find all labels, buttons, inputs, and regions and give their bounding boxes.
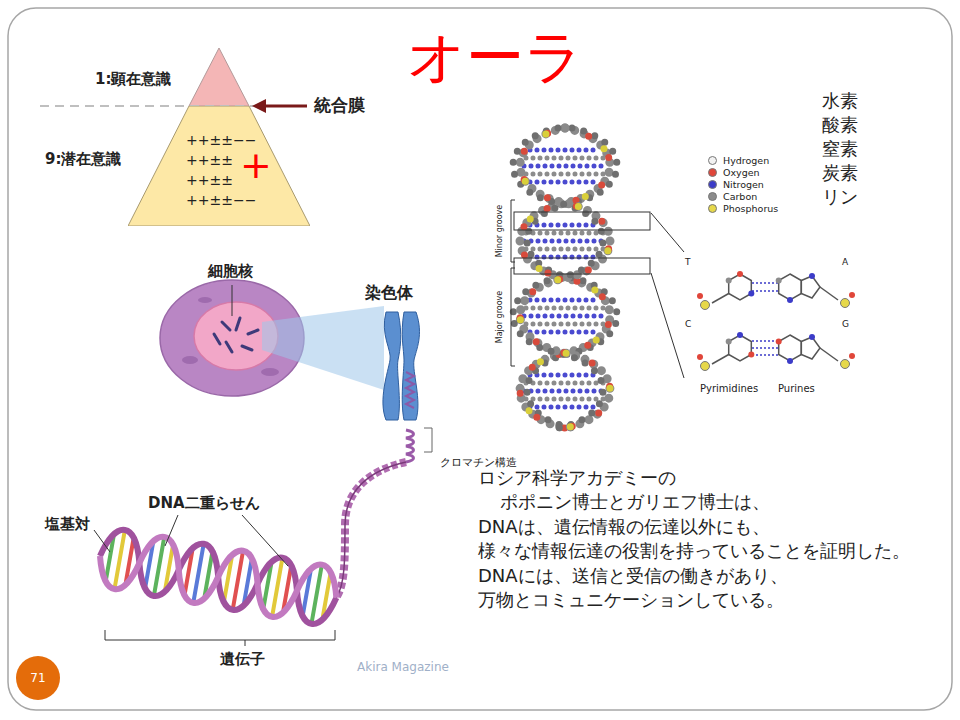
chromatin-coil xyxy=(406,430,414,462)
legend-row: Phosphorus xyxy=(708,203,778,214)
legend-text: Hydrogen xyxy=(723,155,769,166)
groove-brackets xyxy=(511,200,684,378)
membrane-arrow xyxy=(262,105,307,108)
slide-title: オーラ xyxy=(407,26,583,90)
chromatin-bracket xyxy=(424,428,432,452)
groove-label: Major groove xyxy=(495,291,505,343)
part-label: クロマチン構造 xyxy=(440,456,517,469)
legend-row: Carbon xyxy=(708,191,757,202)
legend-swatch xyxy=(708,180,717,189)
legend-row: Hydrogen xyxy=(708,155,769,166)
page-number-badge: 71 xyxy=(16,656,60,700)
conscious-triangle xyxy=(189,48,249,106)
charge-row: ++±±−− xyxy=(186,133,256,147)
base-letter: T xyxy=(685,257,691,268)
part-label: 塩基対 xyxy=(45,515,90,533)
part-label: DNA二重らせん xyxy=(148,494,260,512)
band-shape xyxy=(128,106,310,226)
element-name: 酸素 xyxy=(822,114,858,136)
part-label: 細胞核 xyxy=(208,262,253,280)
arrow-head xyxy=(252,99,266,113)
plus-mark: + xyxy=(240,146,272,184)
legend-row: Nitrogen xyxy=(708,179,764,190)
consciousness-label: 9:潜在意識 xyxy=(45,150,121,168)
legend-text: Phosphorus xyxy=(723,203,778,214)
legend-swatch xyxy=(708,156,717,165)
consciousness-label: 1:顕在意識 xyxy=(95,70,171,88)
element-name: 水素 xyxy=(822,90,858,112)
body-text: DNAは、遺伝情報の伝達以外にも、 xyxy=(478,515,940,538)
dna-ribbon xyxy=(336,462,406,598)
watermark: Akira Magazine xyxy=(357,660,449,674)
dna-ribbon-core xyxy=(336,462,406,598)
body-text: 万物とコミュニケーションしている。 xyxy=(478,588,940,611)
charge-row: ++±± xyxy=(186,173,233,187)
charge-row: ++±± xyxy=(186,153,233,167)
page-number: 71 xyxy=(30,672,45,684)
molecular-dna xyxy=(513,128,617,428)
legend-swatch xyxy=(708,204,717,213)
element-name: リン xyxy=(822,186,858,208)
base-pair-ta xyxy=(697,271,855,310)
body-text: ポポニン博士とガリエフ博士は、 xyxy=(500,490,940,513)
slide-frame xyxy=(8,8,952,710)
legend-text: Oxygen xyxy=(723,167,760,178)
double-helix xyxy=(95,526,342,627)
element-name: 炭素 xyxy=(822,162,858,184)
legend-row: Oxygen xyxy=(708,167,760,178)
body-text: ロシア科学アカデミーの xyxy=(478,466,940,489)
base-letter: A xyxy=(842,257,848,268)
part-label: 遺伝子 xyxy=(220,650,265,668)
body-text: 様々な情報伝達の役割を持っていることを証明した。 xyxy=(478,539,940,562)
body-text: DNAには、送信と受信の働きがあり、 xyxy=(478,564,940,587)
base-letter: C xyxy=(685,319,691,330)
chromosome-illustration xyxy=(383,312,420,420)
leader-line xyxy=(232,285,233,316)
part-label: 染色体 xyxy=(365,283,413,302)
base-pair-cg xyxy=(697,332,855,371)
legend-text: Carbon xyxy=(723,191,757,202)
zoom-beam xyxy=(262,306,384,390)
element-name: 窒素 xyxy=(822,138,858,160)
subconscious-band: ++±±−−++±±++±±++±±−−+ xyxy=(128,106,310,226)
base-letter: G xyxy=(842,319,849,330)
base-class-label: Pyrimidines xyxy=(700,383,758,395)
legend-swatch xyxy=(708,192,717,201)
body-text-block: ロシア科学アカデミーのポポニン博士とガリエフ博士は、DNAは、遺伝情報の伝達以外… xyxy=(478,466,940,612)
charge-row: ++±±−− xyxy=(186,193,256,207)
groove-label: Minor groove xyxy=(495,205,505,258)
legend-swatch xyxy=(708,168,717,177)
legend-text: Nitrogen xyxy=(723,179,764,190)
base-class-label: Purines xyxy=(778,383,815,395)
leader-lines xyxy=(94,515,335,646)
membrane-label: 統合膜 xyxy=(314,95,365,115)
